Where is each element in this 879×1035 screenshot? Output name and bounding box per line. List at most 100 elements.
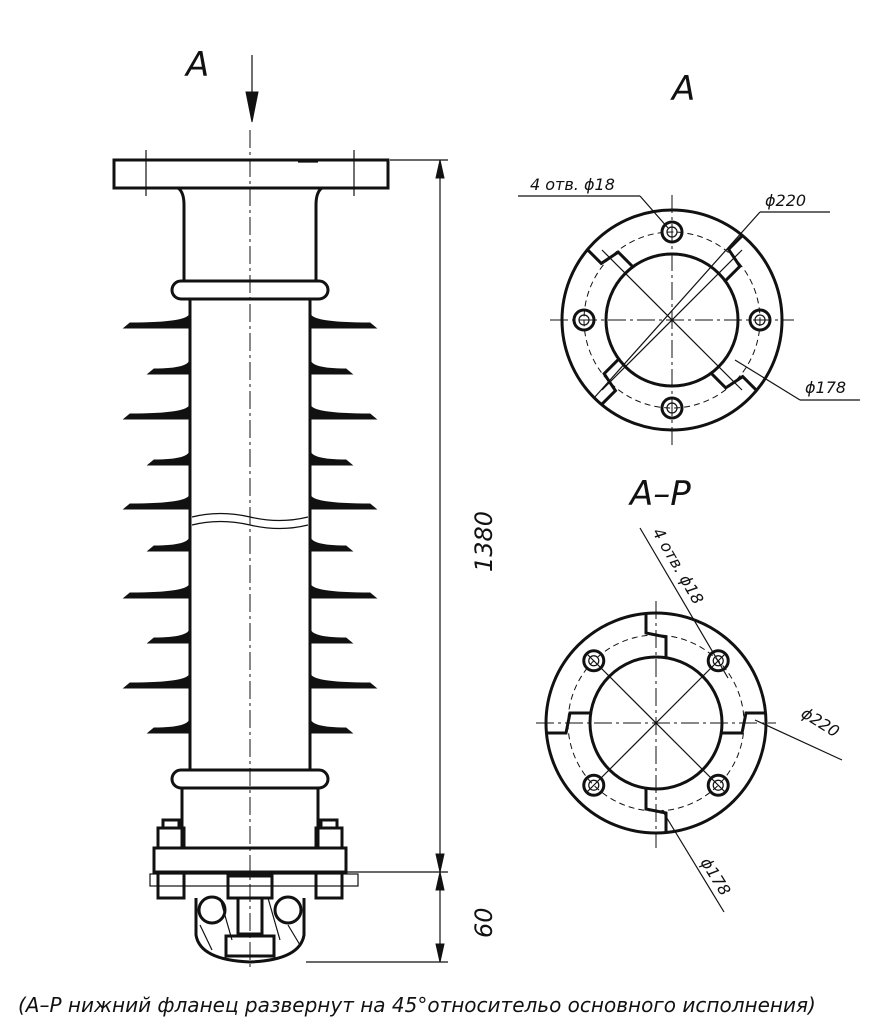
- bolt-hole-inner: [712, 779, 724, 791]
- bolt-hole: [582, 773, 606, 797]
- view-a-outer-leader: [593, 211, 761, 399]
- view-a-bolt-circle: [583, 231, 761, 409]
- flange-rib: [600, 358, 620, 406]
- view-ap-outer-circle: [544, 611, 768, 835]
- flange-rib: [644, 789, 668, 833]
- clamp-ball-left: [197, 895, 227, 925]
- shed-left: [146, 358, 191, 375]
- bottom-flange-plate: [152, 846, 348, 874]
- view-a-holes-label: 4 отв. ϕ18: [530, 175, 615, 194]
- shed-left: [146, 449, 191, 466]
- shed-left: [122, 403, 191, 420]
- flange-rib: [586, 248, 634, 268]
- break-line-bottom: [191, 520, 309, 530]
- upper-collar: [170, 279, 330, 301]
- view-a-outer-label: ϕ220: [765, 191, 806, 210]
- bolt-nut-left: [156, 826, 186, 850]
- shed-right: [309, 358, 354, 375]
- top-fitting-neck: [177, 186, 323, 282]
- flange-rib: [546, 711, 590, 735]
- view-arrow-label: A: [184, 45, 209, 85]
- clamp-pin: [236, 896, 264, 936]
- lower-collar: [170, 768, 330, 790]
- bolt-head-left: [161, 818, 181, 830]
- view-ap-ribs: [546, 613, 766, 833]
- bolt-hole-inner: [666, 226, 678, 238]
- view-a-outer-circle: [560, 208, 784, 432]
- view-a-ribs: [586, 234, 758, 406]
- flange-rib: [710, 372, 758, 392]
- shed-right: [309, 672, 378, 689]
- flange-view-a: A 4 отв. ϕ18 ϕ220 ϕ178: [518, 69, 860, 448]
- clamp-hatch-2: [267, 897, 281, 941]
- clamp-nut-bottom: [224, 934, 276, 958]
- bolt-nut-lower-right: [314, 870, 344, 900]
- dim-label-height: 1380: [470, 511, 498, 572]
- view-ap-outer-label: ϕ220: [798, 703, 843, 741]
- view-a-bc-label: ϕ178: [805, 378, 846, 397]
- shed-left: [146, 627, 191, 644]
- view-a-holes-leader: [639, 195, 669, 229]
- lower-fitting-body: [180, 788, 320, 848]
- shed-right: [309, 493, 378, 510]
- bolt-hole-inner: [666, 402, 678, 414]
- bolt-hole: [748, 308, 772, 332]
- bolt-hole: [660, 396, 684, 420]
- dim-label-bottom: 60: [470, 907, 498, 938]
- view-ap-holes-label: 4 отв. ϕ18: [649, 525, 708, 608]
- shed-left: [122, 493, 191, 510]
- bolt-nut-right: [314, 826, 344, 850]
- clamp-ball-right: [273, 895, 303, 925]
- shed-right: [309, 403, 378, 420]
- bolt-hole: [706, 649, 730, 673]
- bolt-hole-inner: [588, 655, 600, 667]
- dim-arrow-top: [435, 159, 445, 179]
- flange-view-ap: A–P 4 отв. ϕ18 ϕ220 ϕ178: [536, 474, 843, 913]
- top-flange-plate: [112, 158, 390, 190]
- view-ap-outer-leader: [754, 719, 843, 761]
- view-a-bc-leader: [734, 359, 801, 401]
- bolt-hole-inner: [754, 314, 766, 326]
- shed-right: [309, 627, 354, 644]
- bolt-hole-inner: [712, 655, 724, 667]
- bolt-head-right: [319, 818, 339, 830]
- flange-rib: [724, 234, 744, 282]
- bolt-hole: [660, 220, 684, 244]
- bolt-hole: [572, 308, 596, 332]
- dim-arrow-mid-down: [435, 871, 445, 891]
- dim-arrow-mid-up: [435, 853, 445, 873]
- bolt-hole-inner: [578, 314, 590, 326]
- shed-left: [122, 312, 191, 329]
- view-ap-holes-leader: [639, 527, 729, 679]
- shed-right: [309, 717, 354, 734]
- view-a-holes: [572, 220, 772, 420]
- shed-left: [122, 672, 191, 689]
- view-ap-inner-circle: [588, 655, 724, 791]
- shed-right: [309, 582, 378, 599]
- shed-right: [309, 312, 378, 329]
- break-line-top: [191, 512, 309, 522]
- bolt-hole: [582, 649, 606, 673]
- view-a-inner-circle: [604, 252, 740, 388]
- view-a-label: A: [670, 69, 695, 109]
- bolt-hole: [706, 773, 730, 797]
- view-ap-diag-2: [585, 652, 727, 794]
- view-arrow-head: [245, 91, 259, 123]
- flange-rib: [644, 613, 668, 657]
- insulator-side-view: A: [112, 45, 498, 970]
- shed-right: [309, 535, 354, 552]
- clamp-hatch-3: [199, 924, 213, 951]
- caption-note: (А–Р нижний фланец развернут на 45°относ…: [18, 993, 816, 1017]
- clamp-hatch-4: [287, 924, 301, 946]
- dim-arrow-bottom: [435, 943, 445, 963]
- shed-left: [146, 535, 191, 552]
- shed-left: [146, 717, 191, 734]
- view-ap-label: A–P: [628, 474, 691, 514]
- shed-left: [122, 582, 191, 599]
- view-ap-bc-leader: [661, 809, 725, 913]
- flange-rib: [722, 711, 766, 735]
- clamp-hatch-1: [219, 897, 233, 941]
- bolt-nut-lower-left: [156, 870, 186, 900]
- shed-right: [309, 449, 354, 466]
